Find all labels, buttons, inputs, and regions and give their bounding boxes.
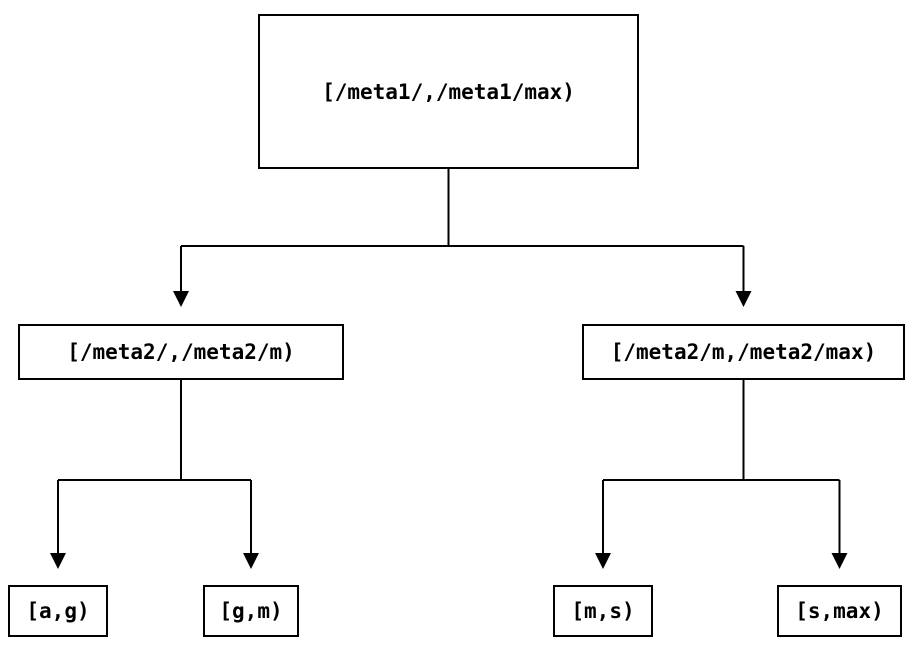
arrow-down-icon [50,553,66,569]
node-meta2-upper: [/meta2/m,/meta2/max) [582,324,905,380]
node-meta2-lower: [/meta2/,/meta2/m) [18,324,344,380]
node-leaf-ag: [a,g) [8,585,108,637]
arrow-down-icon [735,291,752,307]
node-root-label: [/meta1/,/meta1/max) [322,79,575,104]
arrow-down-icon [243,553,259,569]
node-leaf-ag-label: [a,g) [26,599,90,623]
node-leaf-ms: [m,s) [553,585,653,637]
arrow-down-icon [595,553,611,569]
node-leaf-ms-label: [m,s) [571,599,635,623]
node-root: [/meta1/,/meta1/max) [258,14,639,169]
node-meta2-lower-label: [/meta2/,/meta2/m) [67,340,295,364]
node-meta2-upper-label: [/meta2/m,/meta2/max) [610,340,877,364]
node-leaf-smax-label: [s,max) [795,599,884,623]
node-leaf-smax: [s,max) [777,585,902,637]
arrow-down-icon [831,553,848,569]
node-leaf-gm: [g,m) [203,585,299,637]
node-leaf-gm-label: [g,m) [219,599,283,623]
arrow-down-icon [173,291,189,307]
